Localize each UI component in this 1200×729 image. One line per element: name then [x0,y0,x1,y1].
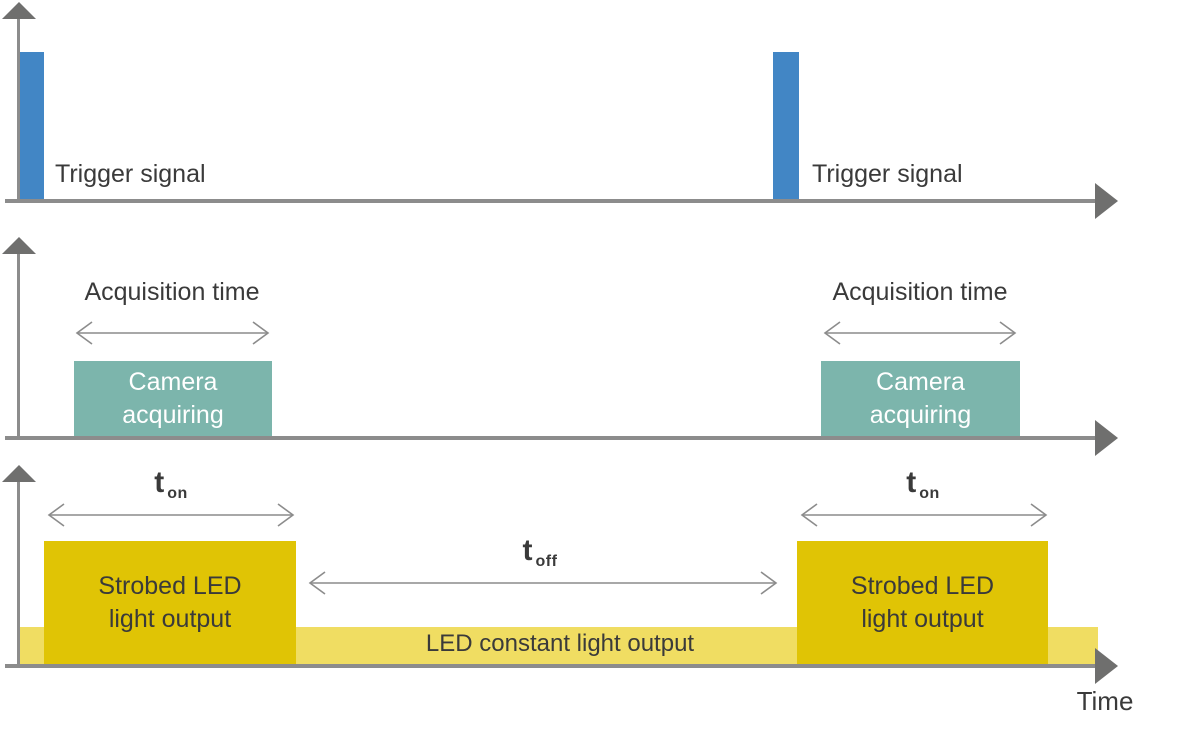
t-on-arrow-2 [800,503,1048,527]
y-axis-line [17,247,20,437]
strobe-box-line2: light output [108,604,232,633]
trigger-signal-label-2: Trigger signal [812,160,963,188]
camera-box-line1: Camera [128,367,218,396]
time-axis-label: Time [1076,686,1134,716]
trigger-signal-row: Trigger signal Trigger signal [0,0,1200,232]
t-on-arrow-1 [47,503,295,527]
x-axis-line [5,199,1096,203]
led-constant-label: LED constant light output [425,630,695,657]
t-off-base: t [522,534,533,567]
acquisition-time-arrow-1 [75,321,270,345]
camera-acquiring-box-2: Camera acquiring [821,361,1020,436]
strobed-led-box-1: Strobed LED light output [44,541,296,664]
acquisition-time-label-1: Acquisition time [84,278,260,306]
t-on-base: t [906,466,917,499]
y-axis-line [17,12,20,202]
y-axis-arrow-icon [2,2,36,19]
x-axis-arrow-icon [1095,420,1118,456]
acquisition-time-label-2: Acquisition time [832,278,1008,306]
strobe-box-line2: light output [861,604,984,633]
t-on-sub: on [919,485,940,502]
camera-box-line2: acquiring [869,400,972,429]
x-axis-arrow-icon [1095,183,1118,219]
t-off-sub: off [535,553,558,570]
camera-box-line1: Camera [876,367,965,396]
y-axis-arrow-icon [2,465,36,482]
x-axis-line [5,436,1096,440]
acquisition-time-arrow-2 [823,321,1017,345]
trigger-pulse-2 [773,52,799,199]
trigger-signal-label-1: Trigger signal [55,160,206,188]
strobed-led-box-2: Strobed LED light output [797,541,1048,664]
strobe-box-line1: Strobed LED [850,571,995,600]
x-axis-line [5,664,1096,668]
strobe-box-line1: Strobed LED [98,571,242,600]
camera-acquiring-row: Acquisition time Camera acquiring Acquis… [0,232,1200,460]
y-axis-arrow-icon [2,237,36,254]
camera-box-line2: acquiring [122,400,224,429]
y-axis-line [17,475,20,665]
t-on-sub: on [167,485,188,502]
x-axis-arrow-icon [1095,648,1118,684]
trigger-pulse-1 [19,52,44,199]
t-off-arrow [308,571,778,595]
t-on-base: t [154,466,165,499]
camera-acquiring-box-1: Camera acquiring [74,361,272,436]
